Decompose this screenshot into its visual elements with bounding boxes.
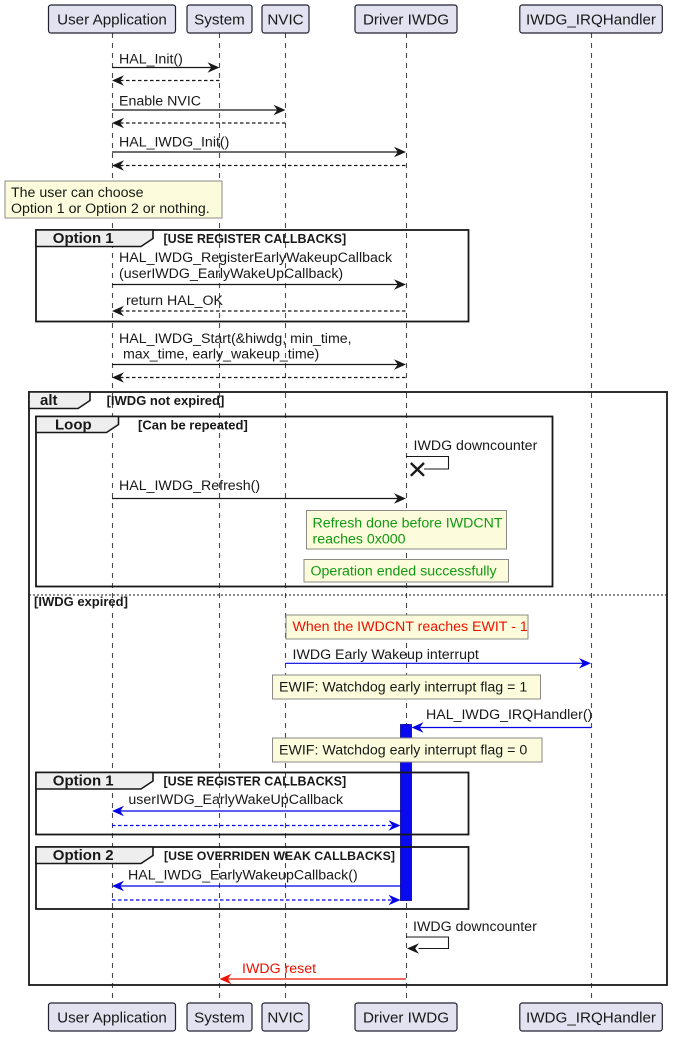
svg-text:HAL_IWDG_Refresh(): HAL_IWDG_Refresh() [119, 478, 260, 494]
svg-text:HAL_IWDG_Start(&hiwdg, min_tim: HAL_IWDG_Start(&hiwdg, min_time, [119, 331, 352, 347]
svg-text:[USE REGISTER CALLBACKS]: [USE REGISTER CALLBACKS] [164, 774, 347, 788]
svg-text:The user can choose: The user can choose [11, 185, 144, 201]
svg-text:User Application: User Application [57, 1010, 167, 1027]
svg-text:Driver IWDG: Driver IWDG [363, 12, 449, 29]
svg-text:reaches 0x000: reaches 0x000 [313, 532, 406, 548]
svg-text:[Can be repeated]: [Can be repeated] [138, 417, 248, 432]
svg-text:IWDG reset: IWDG reset [242, 961, 316, 977]
svg-text:alt: alt [40, 392, 58, 409]
svg-text:IWDG downcounter: IWDG downcounter [414, 438, 538, 454]
svg-text:HAL_IWDG_IRQHandler(): HAL_IWDG_IRQHandler() [426, 707, 592, 723]
svg-text:[IWDG not expired]: [IWDG not expired] [107, 393, 225, 408]
svg-text:IWDG_IRQHandler: IWDG_IRQHandler [526, 1010, 656, 1027]
svg-text:NVIC: NVIC [267, 12, 303, 29]
svg-text:System: System [194, 12, 245, 29]
svg-text:NVIC: NVIC [267, 1010, 303, 1027]
svg-text:Enable NVIC: Enable NVIC [119, 93, 201, 109]
svg-text:Refresh done before IWDCNT: Refresh done before IWDCNT [313, 516, 503, 532]
svg-text:Option 1: Option 1 [53, 230, 114, 247]
svg-text:userIWDG_EarlyWakeUpCallback: userIWDG_EarlyWakeUpCallback [128, 792, 344, 808]
svg-text:Driver IWDG: Driver IWDG [363, 1010, 449, 1027]
svg-text:(userIWDG_EarlyWakeUpCallback): (userIWDG_EarlyWakeUpCallback) [119, 266, 343, 282]
svg-text:EWIF: Watchdog early interrupt: EWIF: Watchdog early interrupt flag = 0 [279, 743, 527, 759]
svg-text:max_time, early_wakeup_time): max_time, early_wakeup_time) [119, 347, 319, 363]
svg-text:return HAL_OK: return HAL_OK [126, 293, 224, 309]
svg-text:EWIF: Watchdog early interrupt: EWIF: Watchdog early interrupt flag = 1 [279, 680, 527, 696]
svg-text:[IWDG expired]: [IWDG expired] [34, 594, 128, 609]
svg-text:[USE REGISTER CALLBACKS]: [USE REGISTER CALLBACKS] [164, 232, 347, 246]
svg-text:When the IWDCNT reaches EWIT -: When the IWDCNT reaches EWIT - 1 [293, 619, 528, 635]
svg-text:IWDG downcounter: IWDG downcounter [413, 919, 537, 935]
svg-text:Option 2: Option 2 [53, 847, 114, 864]
svg-text:IWDG_IRQHandler: IWDG_IRQHandler [526, 12, 656, 29]
svg-text:IWDG Early Wakeup interrupt: IWDG Early Wakeup interrupt [293, 647, 479, 663]
svg-text:HAL_IWDG_EarlyWakeupCallback(): HAL_IWDG_EarlyWakeupCallback() [128, 867, 358, 883]
svg-text:Option 1: Option 1 [53, 773, 114, 790]
svg-text:Operation ended successfully: Operation ended successfully [311, 564, 498, 580]
svg-text:System: System [194, 1010, 245, 1027]
svg-text:HAL_IWDG_RegisterEarlyWakeupCa: HAL_IWDG_RegisterEarlyWakeupCallback [119, 250, 393, 266]
svg-text:HAL_Init(): HAL_Init() [119, 51, 183, 67]
svg-text:[USE OVERRIDEN WEAK CALLBACKS]: [USE OVERRIDEN WEAK CALLBACKS] [164, 849, 395, 863]
svg-text:Loop: Loop [55, 417, 92, 434]
svg-text:Option 1 or Option 2 or nothin: Option 1 or Option 2 or nothing. [11, 201, 210, 217]
svg-text:User Application: User Application [57, 12, 167, 29]
svg-text:HAL_IWDG_Init(): HAL_IWDG_Init() [119, 134, 229, 150]
